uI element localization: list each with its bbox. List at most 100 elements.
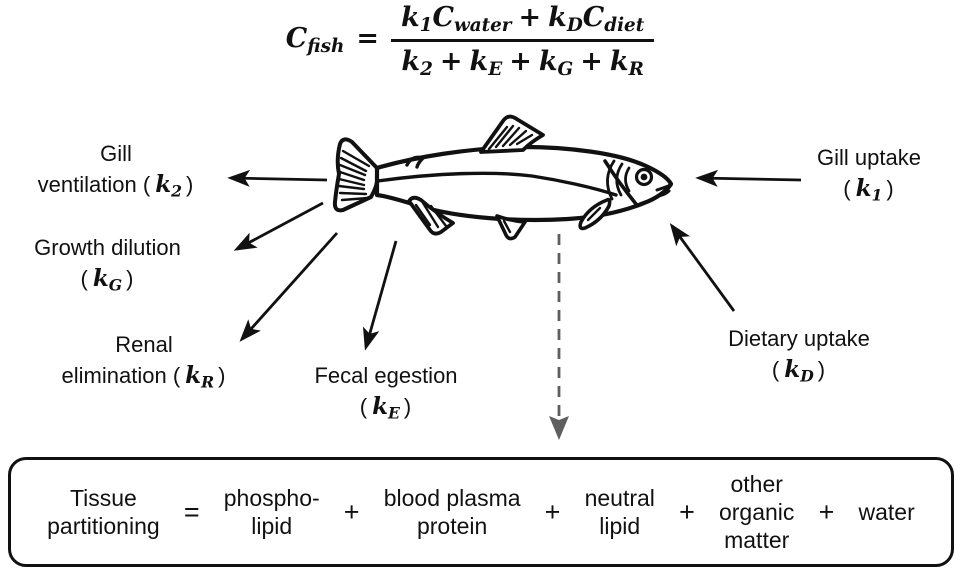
equals-sign: = — [356, 23, 379, 55]
label-text: elimination — [61, 363, 167, 389]
label-gill-ventilation: Gill ventilation (k2) — [12, 139, 220, 201]
close-paren: ) — [817, 357, 827, 383]
partition-term: water — [858, 498, 914, 526]
math-symbol: k — [92, 265, 109, 293]
pelvic-fin-hatching — [414, 201, 448, 229]
math-symbol: k — [155, 171, 172, 199]
close-paren: ) — [403, 394, 413, 420]
label-fecal-egestion: Fecal egestion (kE) — [290, 361, 482, 423]
plus-operator: + — [818, 496, 835, 527]
open-paren: ( — [359, 394, 369, 420]
math-symbol: k — [400, 2, 420, 33]
term-line: lipid — [599, 513, 641, 539]
label-line2: (kD) — [703, 354, 895, 386]
math-subscript: 2 — [171, 181, 182, 201]
math-symbol: k — [784, 356, 801, 384]
open-paren: ( — [142, 172, 152, 198]
label-renal-elimination: Renal elimination (kR) — [35, 330, 253, 392]
rate-constant-symbol: kR — [185, 362, 215, 392]
term-line: organic — [718, 498, 795, 525]
label-line1: Growth dilution — [34, 235, 181, 260]
math-symbol: k — [401, 45, 421, 77]
open-paren: ( — [172, 363, 182, 389]
rate-constant-symbol: k2 — [155, 171, 182, 201]
label-line1: Renal — [115, 332, 173, 357]
ventral-fin-line — [502, 219, 512, 234]
gill-cover — [603, 159, 638, 206]
term-line: partitioning — [47, 513, 160, 539]
math-subscript: E — [488, 58, 503, 80]
plus-operator: + — [518, 2, 542, 33]
math-subscript: D — [800, 366, 814, 386]
gill-uptake-arrow — [695, 169, 802, 187]
label-line2: (k1) — [795, 173, 943, 205]
label-line2: (kE) — [290, 391, 482, 423]
term-line: blood plasma — [383, 484, 521, 511]
term-line: neutral — [584, 484, 655, 511]
equation-fraction: k1Cwater+kDCdiet k2+kE+kG+kR — [390, 2, 655, 79]
fecal-egestion-arrow — [362, 240, 398, 351]
gill-arcs — [606, 159, 631, 201]
label-line1: Fecal egestion — [314, 363, 458, 388]
plus-operator: + — [509, 45, 532, 77]
label-line2: elimination (kR) — [35, 360, 253, 392]
open-paren: ( — [80, 266, 89, 292]
math-symbol: k — [185, 362, 202, 390]
label-growth-dilution: Growth dilution (kG) — [5, 233, 210, 295]
math-subscript: water — [453, 15, 512, 37]
math-symbol: C — [432, 2, 454, 33]
math-symbol: k — [372, 393, 388, 421]
tail-fin-hatching — [337, 149, 371, 202]
label-gill-uptake: Gill uptake (k1) — [795, 143, 943, 205]
rate-constant-symbol: kG — [92, 265, 123, 295]
dorsal-fin-hatching — [487, 124, 534, 151]
lateral-line — [376, 171, 618, 197]
math-subscript: G — [557, 58, 574, 80]
pectoral-fin-line — [586, 206, 602, 222]
math-subscript: R — [201, 372, 215, 392]
label-line2: (kG) — [5, 263, 210, 295]
math-subscript: 1 — [871, 185, 883, 205]
plus-operator: + — [580, 45, 603, 77]
plus-operator: + — [544, 496, 561, 527]
gill-ventilation-arrow — [227, 169, 328, 187]
open-paren: ( — [843, 176, 852, 202]
math-symbol: C — [285, 23, 308, 55]
label-line1: Gill — [100, 141, 132, 166]
math-subscript: 1 — [419, 15, 433, 37]
term-line: Tissue — [69, 484, 137, 511]
math-subscript: 2 — [420, 58, 433, 80]
fish-pupil — [640, 173, 648, 181]
rate-constant-symbol: kD — [784, 356, 814, 386]
term-line: water — [858, 498, 915, 525]
plus-operator: + — [343, 496, 360, 527]
plus-operator: + — [679, 496, 695, 527]
math-symbol: C — [582, 2, 605, 33]
growth-dilution-arrow — [233, 201, 324, 251]
math-subscript: G — [108, 275, 123, 295]
label-line1: Dietary uptake — [728, 326, 870, 351]
close-paren: ) — [886, 176, 895, 202]
tissue-partitioning-box: Tissue partitioning = phospho-lipid+bloo… — [8, 457, 954, 567]
math-symbol: k — [469, 45, 489, 77]
term-line: other — [730, 470, 783, 497]
renal-elimination-arrow — [239, 232, 339, 342]
close-paren: ) — [186, 172, 195, 198]
dietary-uptake-arrow — [669, 222, 736, 312]
label-line2: ventilation (k2) — [12, 169, 220, 201]
partition-lhs: Tissue partitioning — [47, 484, 160, 540]
term-line: protein — [416, 513, 488, 539]
plus-operator: + — [439, 45, 463, 77]
equation-lhs: Cfish — [285, 23, 345, 56]
label-line1: Gill uptake — [817, 145, 921, 170]
rate-constant-symbol: kE — [372, 393, 400, 423]
math-subscript: D — [566, 15, 583, 37]
math-subscript: R — [628, 58, 644, 80]
label-dietary-uptake: Dietary uptake (kD) — [703, 324, 895, 386]
adipose-fin — [405, 155, 425, 169]
math-subscript: E — [388, 403, 400, 423]
rate-constant-equation: Cfish = k1Cwater+kDCdiet k2+kE+kG+kR — [0, 2, 940, 79]
